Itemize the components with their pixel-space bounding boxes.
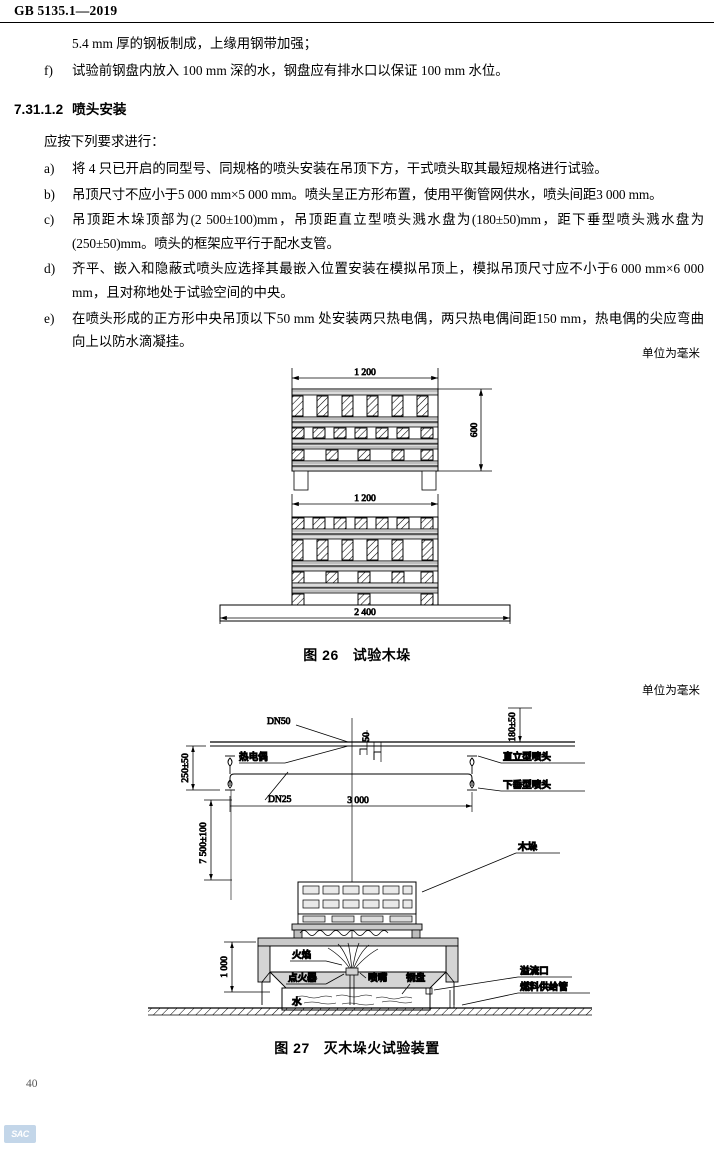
- svg-text:木垛: 木垛: [517, 841, 538, 853]
- figure27-unit-note: 单位为毫米: [642, 684, 700, 697]
- list-marker-a: a): [44, 161, 55, 177]
- section-number: 7.31.1.2: [14, 101, 64, 117]
- continued-paragraph: 5.4 mm 厚的钢板制成，上缘用钢带加强；: [72, 36, 318, 51]
- list-text-f: 试验前钢盘内放入 100 mm 深的水，钢盘应有排水口以保证 100 mm 水位…: [72, 63, 509, 79]
- svg-text:点火器: 点火器: [288, 972, 317, 984]
- list-marker-b: b): [44, 186, 55, 202]
- list-text-d: 齐平、嵌入和隐蔽式喷头应选择其最嵌入位置安装在模拟吊顶上，模拟吊顶尺寸应不小于6…: [72, 261, 704, 301]
- figure27-caption: 图 27 灭木垛火试验装置: [0, 1038, 714, 1058]
- page-number: 40: [26, 1078, 38, 1090]
- requirements-list: a) 将 4 只已开启的同型号、同规格的喷头安装在吊顶下方，干式喷头取其最短规格…: [14, 157, 704, 354]
- svg-text:下垂型喷头: 下垂型喷头: [503, 779, 551, 791]
- svg-text:3 000: 3 000: [347, 795, 369, 806]
- svg-text:DN25: DN25: [268, 794, 292, 805]
- body-text: 5.4 mm 厚的钢板制成，上缘用钢带加强； f) 试验前钢盘内放入 100 m…: [14, 32, 704, 354]
- svg-text:直立型喷头: 直立型喷头: [503, 751, 551, 763]
- list-marker-d: d): [44, 261, 56, 277]
- list-item-f: f) 试验前钢盘内放入 100 mm 深的水，钢盘应有排水口以保证 100 mm…: [14, 59, 704, 83]
- list-marker-e: e): [44, 310, 55, 326]
- list-item-e: e) 在喷头形成的正方形中央吊顶以下50 mm 处安装两只热电偶，两只热电偶间距…: [14, 307, 704, 354]
- figure27-caption-title: 灭木垛火试验装置: [323, 1040, 440, 1056]
- figure26-unit-note: 单位为毫米: [642, 347, 700, 360]
- list-marker-f: f): [44, 63, 53, 79]
- figure26-caption-label: 图 26: [303, 647, 339, 663]
- svg-text:水: 水: [291, 996, 302, 1008]
- list-marker-c: c): [44, 212, 55, 228]
- figure26-caption: 图 26 试验木垛: [0, 645, 714, 665]
- list-text-c: 吊顶距木垛顶部为(2 500±100)mm，吊顶距直立型喷头溅水盘为(180±5…: [72, 212, 704, 251]
- svg-text:DN50: DN50: [267, 716, 291, 727]
- svg-text:7 500±100: 7 500±100: [198, 822, 209, 863]
- list-item-d: d) 齐平、嵌入和隐蔽式喷头应选择其最嵌入位置安装在模拟吊顶上，模拟吊顶尺寸应不…: [14, 257, 704, 304]
- svg-text:喷嘴: 喷嘴: [368, 972, 388, 984]
- list-item-c: c) 吊顶距木垛顶部为(2 500±100)mm，吊顶距直立型喷头溅水盘为(18…: [14, 208, 704, 255]
- intro-paragraph: 应按下列要求进行：: [44, 134, 165, 150]
- section-title: 喷头安装: [72, 101, 127, 117]
- svg-text:180±50: 180±50: [507, 712, 518, 741]
- watermark-logo: SAC: [4, 1125, 36, 1143]
- section-heading: 7.31.1.2 喷头安装: [14, 98, 704, 121]
- svg-text:燃料供给管: 燃料供给管: [520, 981, 568, 993]
- header-rule: [0, 22, 714, 23]
- figure26-caption-title: 试验木垛: [352, 647, 411, 663]
- list-item-a: a) 将 4 只已开启的同型号、同规格的喷头安装在吊顶下方，干式喷头取其最短规格…: [14, 157, 704, 181]
- svg-text:溢流口: 溢流口: [520, 965, 549, 977]
- page-header-standard-id: GB 5135.1—2019: [14, 3, 118, 18]
- list-item-f-group: f) 试验前钢盘内放入 100 mm 深的水，钢盘应有排水口以保证 100 mm…: [14, 59, 704, 83]
- figure27-drawing: DN50 50 热电偶 180±50: [120, 700, 620, 1020]
- svg-text:1 000: 1 000: [219, 956, 230, 978]
- svg-text:1 200: 1 200: [354, 367, 376, 378]
- list-item-b: b) 吊顶尺寸不应小于5 000 mm×5 000 mm。喷头呈正方形布置，使用…: [14, 183, 704, 207]
- svg-text:2 400: 2 400: [354, 607, 376, 618]
- figure27-caption-label: 图 27: [274, 1040, 310, 1056]
- svg-text:1 200: 1 200: [354, 493, 376, 504]
- svg-text:热电偶: 热电偶: [239, 751, 268, 763]
- list-text-a: 将 4 只已开启的同型号、同规格的喷头安装在吊顶下方，干式喷头取其最短规格进行试…: [72, 161, 608, 177]
- svg-text:火焰: 火焰: [292, 949, 312, 961]
- figure26-drawing: 1 200: [200, 362, 530, 624]
- svg-text:50: 50: [361, 732, 372, 742]
- list-text-b: 吊顶尺寸不应小于5 000 mm×5 000 mm。喷头呈正方形布置，使用平衡管…: [72, 186, 663, 202]
- svg-text:600: 600: [469, 423, 480, 438]
- svg-text:250±50: 250±50: [180, 753, 191, 782]
- svg-text:钢盘: 钢盘: [406, 972, 426, 984]
- list-text-e: 在喷头形成的正方形中央吊顶以下50 mm 处安装两只热电偶，两只热电偶间距150…: [72, 310, 704, 350]
